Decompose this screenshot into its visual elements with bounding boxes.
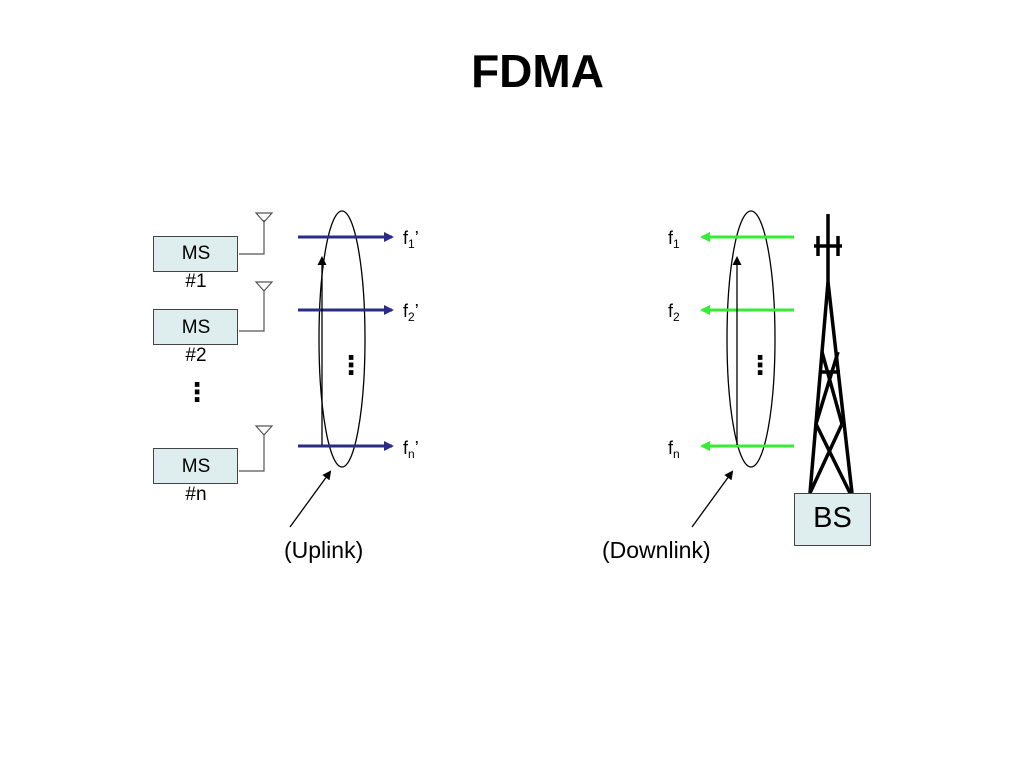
uplink-ellipse: [318, 210, 366, 468]
ms-number-1: #1: [185, 271, 207, 292]
ms-box-n: [153, 448, 238, 484]
uplink-pointer-arrow: [289, 470, 332, 528]
ms-number-n: #n: [185, 484, 207, 505]
downlink-freq-1: f1: [668, 228, 680, 251]
antenna-icon-ms-1: [239, 212, 274, 255]
uplink-freq-n: fn’: [403, 438, 419, 461]
ms-number-2: #2: [185, 345, 207, 366]
base-station-label: BS: [813, 502, 852, 534]
ms-label-2: MS: [181, 317, 211, 338]
ms-label-1: MS: [181, 243, 211, 264]
tower-icon: [808, 214, 854, 494]
uplink-freq-1: f1’: [403, 228, 419, 251]
downlink-caption: (Downlink): [602, 537, 711, 563]
ms-box-1: [153, 236, 238, 272]
antenna-icon-ms-n: [239, 425, 274, 472]
antenna-icon-ms-2: [239, 281, 274, 332]
page-title: FDMA: [471, 45, 604, 97]
downlink-freq-n: fn: [668, 438, 680, 461]
ms-box-2: [153, 309, 238, 345]
downlink-ellipse: [726, 210, 776, 468]
ms-label-n: MS: [181, 456, 211, 477]
downlink-freq-2: f2: [668, 301, 680, 324]
downlink-pointer-arrow: [691, 470, 734, 528]
uplink-freq-2: f2’: [403, 301, 419, 324]
uplink-caption: (Uplink): [284, 537, 364, 563]
base-station-box: [794, 493, 871, 546]
